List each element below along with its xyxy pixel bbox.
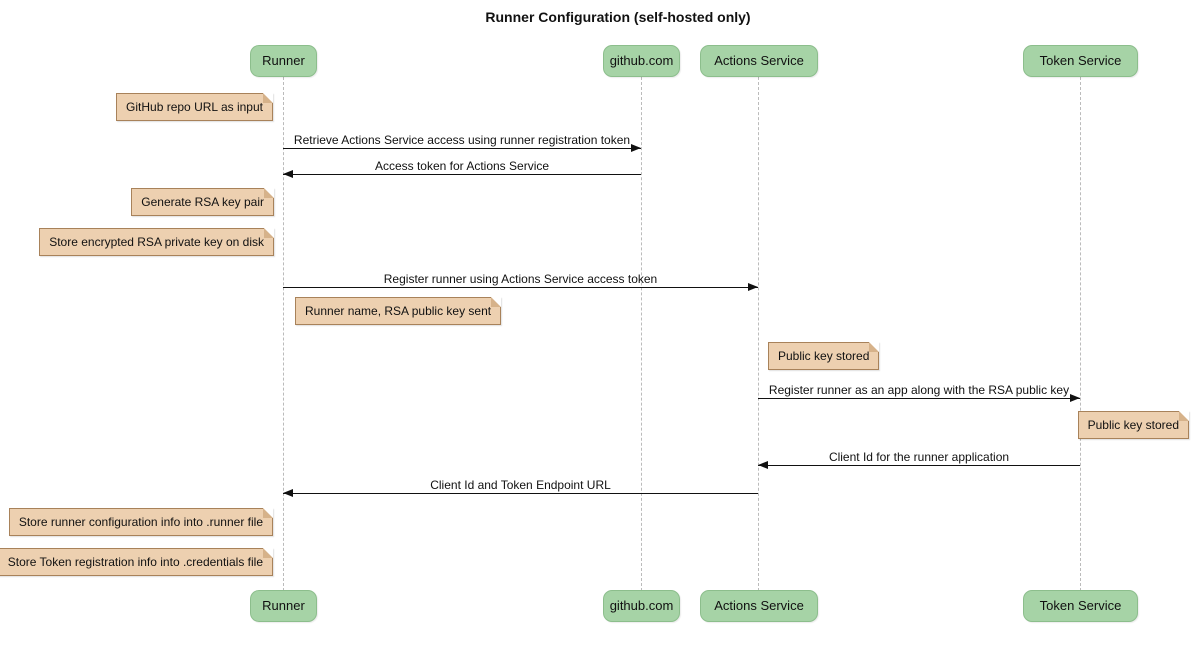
lifeline-github: [641, 77, 642, 591]
note-store-runner-config: Store runner configuration info into .ru…: [8, 508, 274, 536]
arrowhead-left-icon: [283, 489, 293, 497]
message-label-access-token: Access token for Actions Service: [374, 159, 550, 173]
message-label-client-id-endpoint: Client Id and Token Endpoint URL: [430, 478, 611, 492]
note-text: Public key stored: [1087, 418, 1179, 432]
arrowhead-right-icon: [631, 144, 641, 152]
participant-runner-bottom: Runner: [250, 590, 317, 622]
lifeline-actions-service: [758, 77, 759, 591]
note-text: Generate RSA key pair: [141, 195, 264, 209]
note-runner-name-public-key: Runner name, RSA public key sent: [295, 297, 502, 325]
message-line-client-id-runner-app: [758, 465, 1080, 466]
note-text: Runner name, RSA public key sent: [305, 304, 492, 318]
message-line-access-token: [283, 174, 641, 175]
message-line-register-runner: [283, 287, 758, 288]
message-label-register-runner: Register runner using Actions Service ac…: [383, 272, 658, 286]
note-store-token-registration: Store Token registration info into .cred…: [0, 548, 274, 576]
arrowhead-right-icon: [1070, 394, 1080, 402]
message-line-client-id-endpoint: [283, 493, 758, 494]
participant-token-service-bottom: Token Service: [1023, 590, 1138, 622]
note-public-key-stored-actions: Public key stored: [768, 342, 880, 370]
arrowhead-left-icon: [283, 170, 293, 178]
note-text: Store runner configuration info into .ru…: [18, 515, 263, 529]
message-line-register-runner-app: [758, 398, 1080, 399]
note-public-key-stored-token: Public key stored: [1077, 411, 1190, 439]
participant-runner-top: Runner: [250, 45, 317, 77]
lifeline-token-service: [1080, 77, 1081, 591]
arrowhead-right-icon: [748, 283, 758, 291]
note-store-encrypted-rsa-key: Store encrypted RSA private key on disk: [39, 228, 274, 256]
participant-token-service-top: Token Service: [1023, 45, 1138, 77]
arrowhead-left-icon: [758, 461, 768, 469]
participant-actions-service-bottom: Actions Service: [700, 590, 818, 622]
participant-actions-service-top: Actions Service: [700, 45, 818, 77]
message-label-retrieve-actions-access: Retrieve Actions Service access using ru…: [293, 133, 631, 147]
note-text: Store Token registration info into .cred…: [7, 555, 263, 569]
message-label-client-id-runner-app: Client Id for the runner application: [828, 450, 1010, 464]
note-generate-rsa-key-pair: Generate RSA key pair: [131, 188, 274, 216]
message-label-register-runner-app: Register runner as an app along with the…: [768, 383, 1070, 397]
note-text: Store encrypted RSA private key on disk: [49, 235, 264, 249]
participant-github-bottom: github.com: [603, 590, 680, 622]
note-text: GitHub repo URL as input: [126, 100, 263, 114]
participant-github-top: github.com: [603, 45, 680, 77]
lifeline-runner: [283, 77, 284, 591]
note-text: Public key stored: [778, 349, 870, 363]
note-github-repo-url: GitHub repo URL as input: [116, 93, 273, 121]
diagram-title: Runner Configuration (self-hosted only): [485, 9, 751, 25]
message-line-retrieve-actions-access: [283, 148, 641, 149]
